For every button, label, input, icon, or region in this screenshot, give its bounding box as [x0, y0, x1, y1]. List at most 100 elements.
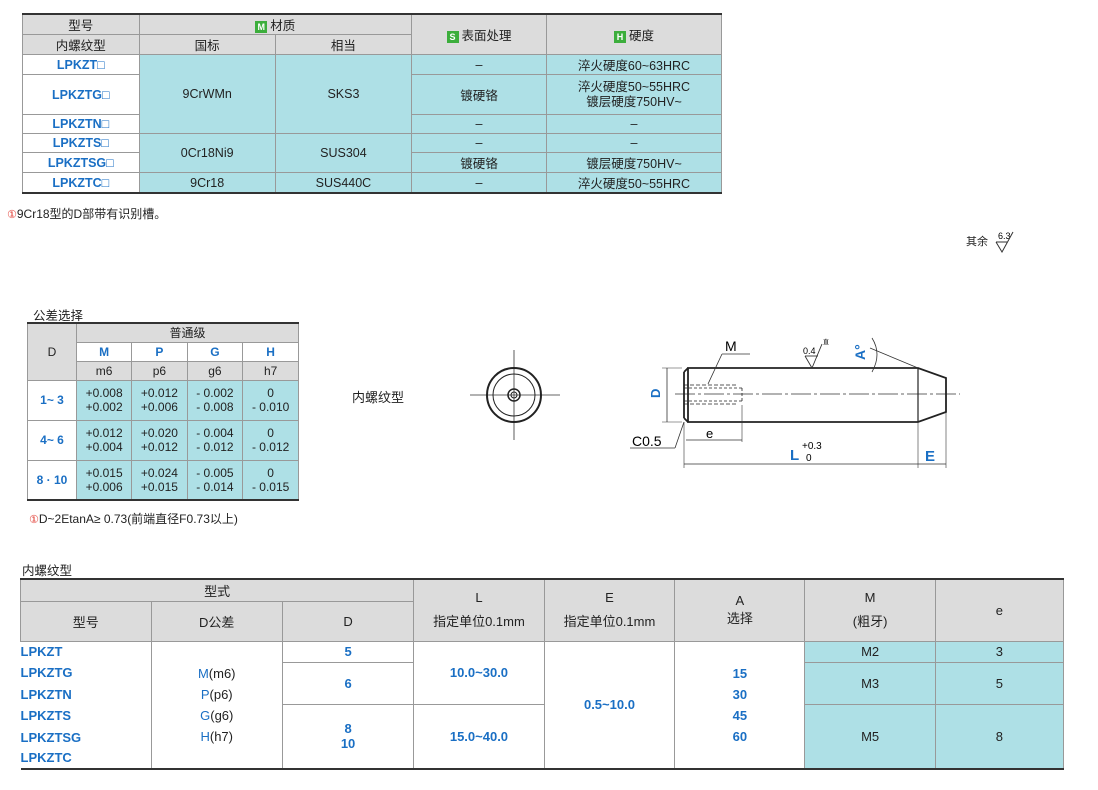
model-cell: LPKZTC□	[22, 172, 140, 194]
hardness-cell: –	[545, 133, 723, 153]
tol-value: +0.015+0.006	[75, 459, 133, 501]
material-national: 0Cr18Ni9	[138, 133, 276, 173]
surface-cell: 镀硬铬	[411, 152, 547, 173]
spec-e: 5	[934, 661, 1065, 706]
spec-title: 内螺纹型	[22, 564, 73, 578]
label-roughness: 0.4	[803, 346, 816, 356]
tol-d: 8 · 10	[27, 459, 77, 501]
tol-d: 4~ 6	[27, 419, 77, 461]
header-dtol: D公差	[150, 600, 283, 642]
spec-M: M5	[804, 704, 936, 770]
note-icon: ①	[29, 514, 39, 526]
tol-col: M	[75, 341, 133, 362]
surface-cell: –	[411, 133, 547, 153]
model-cell: LPKZTS□	[22, 133, 140, 153]
header-model: 型号	[22, 13, 140, 35]
spec-model: LPKZT	[20, 641, 152, 662]
material-national: 9CrWMn	[138, 54, 276, 134]
material-badge-icon: M	[255, 20, 268, 33]
tol-value: +0.024+0.015	[131, 459, 188, 501]
tol-value: - 0.004- 0.012	[186, 419, 244, 461]
header-inner: 内螺纹型	[22, 34, 140, 55]
surface-cell: –	[411, 114, 547, 134]
drawing-label: 内螺纹型	[352, 390, 405, 405]
spec-model: LPKZTSG	[20, 726, 152, 748]
tol-value: +0.020+0.012	[131, 419, 188, 461]
spec-e: 8	[934, 704, 1065, 770]
material-equiv: SUS304	[274, 133, 413, 173]
tol-value: +0.008+0.002	[75, 379, 133, 421]
side-view: M 0.4 直 A° D C0.5 e L +0.3 0 E	[630, 337, 960, 468]
header-national: 国标	[138, 34, 276, 55]
header-grade: 普通级	[76, 322, 299, 343]
spec-model: LPKZTN	[20, 683, 152, 705]
material-equiv: SUS440C	[274, 172, 413, 194]
spec-M: M2	[804, 640, 936, 663]
tol-col: G	[186, 341, 244, 362]
roughness-value: 6.3	[998, 231, 1011, 241]
spec-model: LPKZTC	[20, 747, 152, 770]
spec-A: 15 30 45 60	[674, 640, 806, 770]
note-icon: ①	[7, 209, 17, 221]
material-national: 9Cr18	[138, 172, 276, 194]
spec-d: 5	[281, 640, 415, 663]
spec-dtol: M(m6) P(p6) G(g6) H(h7)	[150, 640, 283, 770]
surface-cell: –	[411, 54, 547, 75]
tolerance-note: ①D~2EtanA≥ 0.73(前端直径F0.73以上)	[29, 512, 238, 526]
label-L: L	[790, 447, 799, 464]
spec-M: M3	[804, 661, 936, 706]
surface-badge-icon: S	[446, 30, 459, 43]
material-note: ①9Cr18型的D部带有识别槽。	[7, 207, 167, 221]
tol-value: 0- 0.015	[242, 459, 299, 501]
spec-L: 10.0~30.0	[413, 640, 545, 706]
model-cell: LPKZTSG□	[22, 152, 140, 173]
tol-value: - 0.005- 0.014	[186, 459, 244, 501]
tol-subcol: p6	[131, 360, 188, 381]
hardness-badge-icon: H	[613, 30, 626, 43]
label-roughness-mark: 直	[823, 338, 829, 346]
material-equiv: SKS3	[274, 54, 413, 134]
tol-value: 0- 0.012	[242, 419, 299, 461]
hardness-cell: 淬火硬度50~55HRC	[545, 172, 723, 194]
end-view	[470, 350, 560, 440]
spec-d: 6	[281, 661, 415, 706]
label-A: A°	[852, 344, 868, 360]
model-cell: LPKZTG□	[22, 74, 140, 115]
tolerance-title: 公差选择	[33, 309, 84, 323]
hardness-cell: –	[545, 114, 723, 134]
header-type: 型式	[19, 578, 415, 602]
header-d: D	[281, 600, 415, 642]
hardness-cell: 镀层硬度750HV~	[545, 152, 723, 173]
roughness-remark: 其余 6.3	[966, 230, 1021, 254]
tol-value: 0- 0.010	[242, 379, 299, 421]
label-L-tol-up: +0.3	[802, 441, 822, 452]
label-E: E	[925, 448, 935, 465]
label-L-tol-low: 0	[806, 453, 812, 464]
tol-col: H	[242, 341, 299, 362]
header-e: e	[934, 578, 1065, 642]
model-cell: LPKZTN□	[22, 114, 140, 134]
roughness-symbol-icon: 6.3	[995, 231, 1014, 254]
tol-value: +0.012+0.004	[75, 419, 133, 461]
spec-model: LPKZTG	[20, 662, 152, 684]
pin-drawing: M 0.4 直 A° D C0.5 e L +0.3 0 E	[470, 337, 960, 468]
label-chamfer: C0.5	[632, 433, 662, 449]
label-D: D	[648, 389, 663, 398]
hardness-cell: 淬火硬度60~63HRC	[545, 54, 723, 75]
spec-e: 3	[934, 640, 1065, 663]
header-d: D	[27, 322, 77, 381]
tol-subcol: m6	[75, 360, 133, 381]
header-model: 型号	[20, 600, 152, 642]
spec-model: LPKZTS	[20, 704, 152, 727]
header-equiv: 相当	[274, 34, 413, 55]
spec-E: 0.5~10.0	[543, 640, 676, 770]
surface-cell: 镀硬铬	[411, 74, 547, 115]
label-e: e	[706, 426, 713, 441]
